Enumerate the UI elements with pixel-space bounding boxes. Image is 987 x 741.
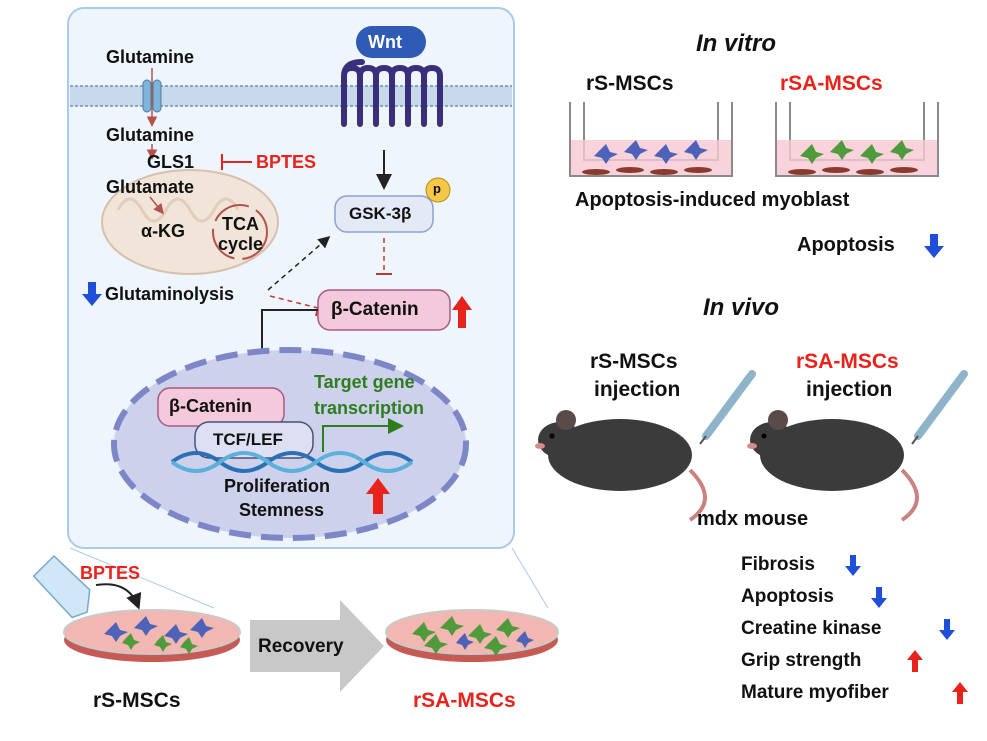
mdx-mouse-label: mdx mouse (697, 508, 809, 530)
tca-label: TCA (222, 214, 259, 234)
glutamine-transporter-icon (142, 79, 162, 113)
mitochondrion-icon (101, 169, 279, 275)
wnt-receptor-icon (341, 26, 443, 127)
bottom-rsa-mscs-label: rSA-MSCs (413, 689, 516, 712)
petri-dish-icon (385, 609, 559, 662)
proliferation-label: Proliferation (224, 476, 331, 496)
down-arrow-icon (924, 234, 944, 258)
mouse-icon (747, 410, 919, 522)
bcatenin-cyto-label: β-Catenin (331, 299, 419, 320)
up-arrow-icon (952, 682, 968, 704)
in-vivo-title: In vivo (703, 294, 780, 321)
up-arrow-icon (452, 296, 472, 328)
petri-dish-icon (63, 609, 241, 662)
in-vitro-rs-mscs-label: rS-MSCs (586, 72, 674, 95)
tube-icon (32, 554, 91, 619)
tcf-lef-node (194, 421, 314, 459)
glutaminolysis-to-gsk-arrow (267, 236, 331, 291)
in-vivo-rsa-injection-label: injection (806, 378, 893, 401)
syringe-icon (699, 370, 756, 445)
in-vitro-rsa-mscs-label: rSA-MSCs (780, 72, 883, 95)
cycle-label: cycle (218, 234, 264, 254)
gsk-label: GSK-3β (349, 204, 412, 223)
transwell-icon (569, 102, 733, 177)
down-arrow-icon (871, 587, 887, 608)
outcome-grip-strength: Grip strength (741, 650, 862, 671)
dna-icon (170, 451, 414, 473)
down-arrow-icon (82, 282, 102, 306)
glutamate-label: Glutamate (106, 177, 195, 197)
zoom-line-right (511, 547, 549, 609)
bptes-addition-arrow (95, 583, 142, 610)
wnt-label: Wnt (368, 32, 402, 52)
transcription-label: transcription (314, 398, 425, 418)
outcome-apoptosis: Apoptosis (741, 586, 834, 607)
in-vivo-rsa-mscs-label: rSA-MSCs (796, 350, 899, 373)
target-gene-label: Target gene (314, 372, 415, 392)
bptes-inhibitor-label: BPTES (256, 152, 317, 172)
mouse-icon (535, 410, 707, 522)
in-vitro-apoptosis-label: Apoptosis (797, 234, 895, 256)
down-arrow-icon (845, 555, 861, 576)
bptes-inhibition-mark (221, 154, 252, 170)
syringe-icon (911, 370, 968, 445)
gsk3b-node (334, 177, 451, 233)
up-arrow-icon (907, 650, 923, 672)
outcome-fibrosis: Fibrosis (741, 554, 815, 575)
bcatenin-nuc-label: β-Catenin (169, 396, 252, 416)
gsk-inhibits-bcatenin (376, 238, 392, 275)
up-arrow-icon (366, 478, 390, 514)
recovery-label: Recovery (258, 636, 344, 657)
transcription-arrow (322, 418, 404, 452)
myoblast-label: Apoptosis-induced myoblast (575, 189, 850, 211)
in-vitro-title: In vitro (696, 30, 777, 57)
bottom-rs-mscs-label: rS-MSCs (93, 689, 181, 712)
tcf-lef-label: TCF/LEF (213, 430, 283, 449)
glutaminolysis-label: Glutaminolysis (105, 284, 235, 304)
akg-label: α-KG (141, 221, 186, 241)
in-vivo-rs-injection-label: injection (594, 378, 681, 401)
in-vivo-rs-mscs-label: rS-MSCs (590, 350, 678, 373)
zoom-line-left (69, 547, 215, 609)
stemness-label: Stemness (239, 500, 325, 520)
outcome-creatine-kinase: Creatine kinase (741, 618, 882, 639)
down-arrow-icon (939, 619, 955, 640)
bptes-bottom-label: BPTES (80, 563, 141, 583)
phospho-label: p (433, 181, 441, 196)
transwell-icon (775, 102, 939, 177)
outcome-mature-myofiber: Mature myofiber (741, 682, 889, 703)
mito-arrows (149, 196, 164, 215)
recovery-arrow (250, 600, 384, 692)
glutamine-out-label: Glutamine (106, 47, 195, 67)
gls1-label: GLS1 (147, 152, 195, 172)
glutamine-in-label: Glutamine (106, 125, 195, 145)
